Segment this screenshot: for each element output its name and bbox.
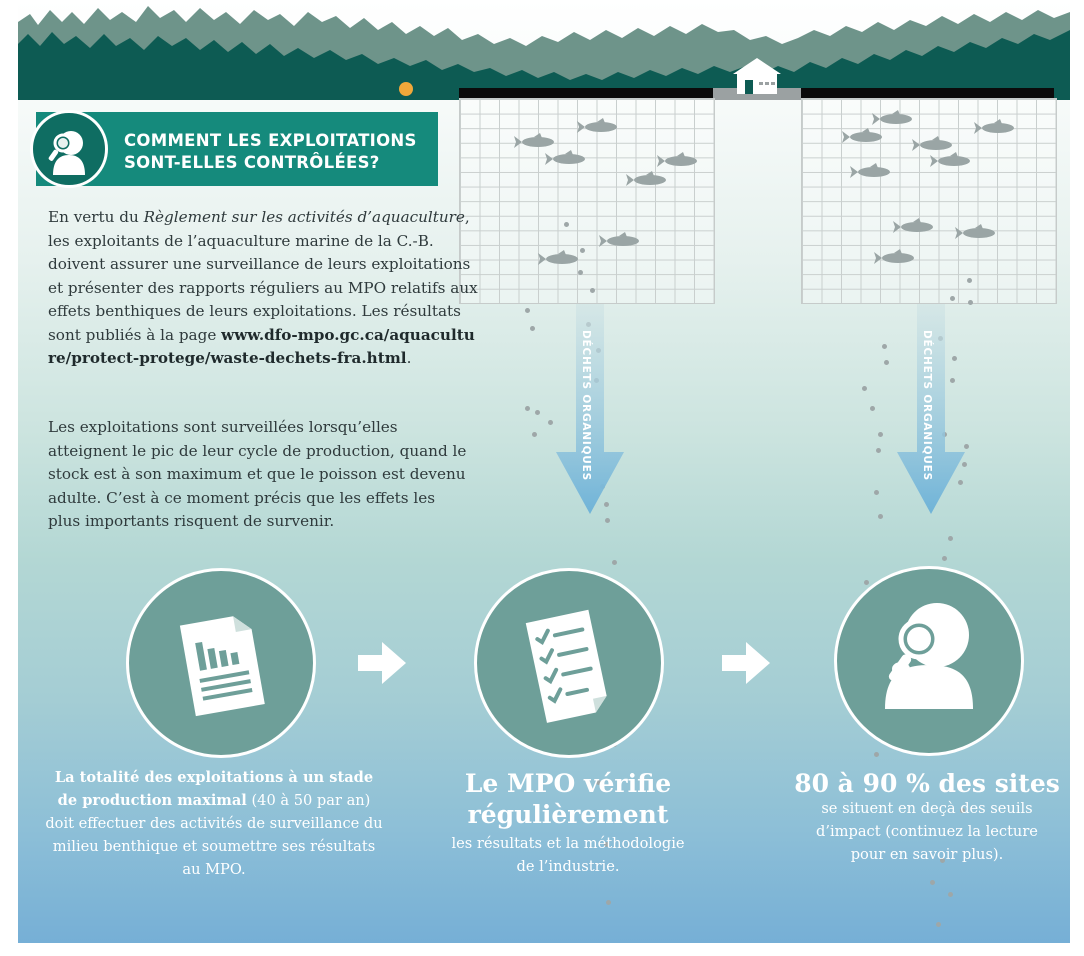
- waste-particle: [960, 808, 965, 813]
- waste-particle: [580, 248, 585, 253]
- fish-icon: [974, 119, 1014, 134]
- step-caption-3: 80 à 90 % des sites se situent en deçà d…: [792, 768, 1062, 866]
- waste-particle: [950, 378, 955, 383]
- waste-particle: [874, 490, 879, 495]
- waste-particle: [525, 308, 530, 313]
- waste-particle: [958, 480, 963, 485]
- waste-particle: [874, 752, 879, 757]
- net-cage-left: [459, 98, 715, 304]
- organic-waste-label-right: DÉCHETS ORGANIQUES: [921, 330, 933, 481]
- waste-particle: [604, 842, 609, 847]
- fish-icon: [930, 152, 970, 167]
- step-arrow-1: [358, 642, 406, 684]
- net-cage-right: [801, 98, 1057, 304]
- step-2-text: les résultats et la méthodologie de l’in…: [451, 835, 685, 875]
- net-pen-frame-left: [459, 88, 713, 99]
- intro-paragraph-2: Les exploitations sont surveillées lorsq…: [48, 418, 467, 530]
- waste-particle: [930, 880, 935, 885]
- waste-particle: [940, 858, 945, 863]
- fish-icon: [657, 152, 697, 167]
- waste-particle: [870, 406, 875, 411]
- step-circle-report: [126, 568, 316, 758]
- waste-particle: [590, 288, 595, 293]
- organic-waste-arrow-right: [897, 304, 965, 514]
- waste-particle: [530, 326, 535, 331]
- step-3-text: se situent en deçà des seuils d’impact (…: [816, 800, 1038, 863]
- waste-particle: [948, 536, 953, 541]
- step-circle-inspection: [834, 566, 1024, 756]
- fish-icon: [850, 163, 890, 178]
- section-title: COMMENT LES EXPLOITATIONS SONT-ELLES CON…: [124, 130, 434, 174]
- waste-particle: [962, 462, 967, 467]
- waste-particle: [968, 300, 973, 305]
- fish-icon: [955, 224, 995, 239]
- waste-particle: [564, 222, 569, 227]
- waste-particle: [604, 502, 609, 507]
- report-chart-icon: [179, 616, 265, 717]
- fish-icon: [545, 150, 585, 165]
- checklist-icon: [525, 609, 607, 723]
- section-title-line1: COMMENT LES EXPLOITATIONS: [124, 131, 417, 150]
- organic-waste-label-left: DÉCHETS ORGANIQUES: [580, 330, 592, 481]
- waste-particle: [967, 278, 972, 283]
- waste-particle: [578, 270, 583, 275]
- magnifier-person-icon: [885, 603, 973, 709]
- intro-paragraph-1: En vertu du Règlement sur les activités …: [48, 208, 478, 368]
- waste-particle: [948, 892, 953, 897]
- step-circle-checklist: [474, 568, 664, 758]
- fish-icon: [842, 128, 882, 143]
- waste-particle: [606, 900, 611, 905]
- infographic-panel: COMMENT LES EXPLOITATIONS SONT-ELLES CON…: [18, 0, 1070, 943]
- waste-particle: [596, 780, 601, 785]
- shed-icon: [733, 58, 781, 94]
- fish-icon: [893, 218, 933, 233]
- header-icon-circle: [30, 110, 108, 188]
- fish-icon: [912, 136, 952, 151]
- fish-icon: [514, 133, 554, 148]
- fish-icon: [874, 249, 914, 264]
- step-2-title: Le MPO vérifie régulièrement: [464, 769, 672, 829]
- waste-particle: [612, 560, 617, 565]
- waste-particle: [548, 420, 553, 425]
- waste-particle: [882, 344, 887, 349]
- section-title-line2: SONT-ELLES CONTRÔLÉES?: [124, 153, 380, 172]
- regulation-name: Règlement sur les activités d’aquacultur…: [143, 208, 465, 226]
- waste-particle: [942, 556, 947, 561]
- magnifier-person-icon: [48, 131, 85, 175]
- results-url-link[interactable]: www.dfo-mpo.gc.ca/aquaculture/protect-pr…: [48, 325, 475, 368]
- waste-particle: [535, 410, 540, 415]
- waste-particle: [950, 296, 955, 301]
- net-pen-frame-right: [801, 88, 1054, 99]
- fish-icon: [538, 250, 578, 265]
- waste-particle: [864, 580, 869, 585]
- step-3-title: 80 à 90 % des sites: [794, 769, 1060, 798]
- fish-icon: [626, 171, 666, 186]
- waste-particle: [884, 360, 889, 365]
- step-arrow-2: [722, 642, 770, 684]
- waste-particle: [525, 406, 530, 411]
- waste-particle: [862, 386, 867, 391]
- fish-icon: [872, 110, 912, 125]
- waste-particle: [876, 448, 881, 453]
- waste-particle: [952, 356, 957, 361]
- fish-icon: [599, 232, 639, 247]
- waste-particle: [605, 518, 610, 523]
- fish-icon: [577, 118, 617, 133]
- waste-particle: [878, 514, 883, 519]
- waste-particle: [964, 444, 969, 449]
- waste-particle: [532, 432, 537, 437]
- step-caption-2: Le MPO vérifie régulièrement les résulta…: [428, 768, 708, 878]
- waste-particle: [936, 922, 941, 927]
- sun-dot: [399, 82, 413, 96]
- step-caption-1: La totalité des exploitations à un stade…: [45, 769, 383, 878]
- waste-particle: [878, 432, 883, 437]
- organic-waste-arrow-left: [556, 304, 624, 514]
